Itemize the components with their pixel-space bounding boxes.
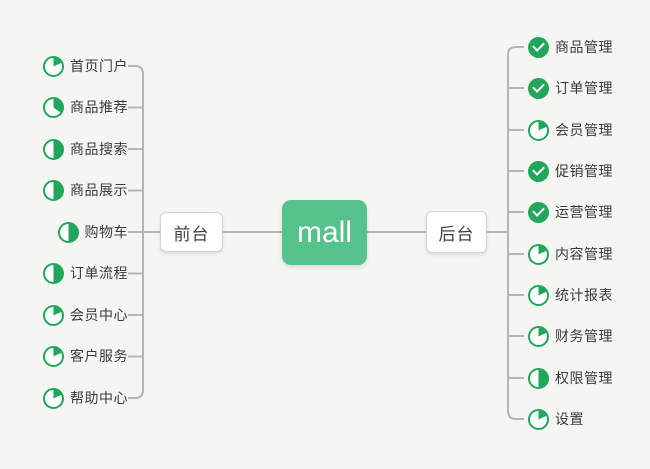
item-label: 统计报表 <box>555 287 613 303</box>
item-label: 内容管理 <box>555 246 613 262</box>
item-label: 权限管理 <box>555 370 613 386</box>
mindmap-item[interactable]: 商品搜索 <box>43 137 128 161</box>
mindmap-item[interactable]: 设置 <box>528 407 584 431</box>
mindmap-item[interactable]: 客户服务 <box>43 344 128 368</box>
mindmap-item[interactable]: 促销管理 <box>528 159 613 183</box>
pie-progress-icon <box>43 138 64 160</box>
item-label: 商品展示 <box>70 182 128 198</box>
mindmap-item[interactable]: 订单管理 <box>528 76 613 100</box>
pie-progress-icon <box>528 119 549 141</box>
pie-progress-icon <box>43 345 64 367</box>
item-label: 订单管理 <box>555 80 613 96</box>
pie-progress-icon <box>528 243 549 265</box>
item-label: 订单流程 <box>70 265 128 281</box>
item-label: 帮助中心 <box>70 390 128 406</box>
item-label: 商品管理 <box>555 39 613 55</box>
pie-progress-icon <box>528 408 549 430</box>
pie-progress-icon <box>528 284 549 306</box>
mindmap-item[interactable]: 商品管理 <box>528 35 613 59</box>
pie-progress-icon <box>528 325 549 347</box>
mindmap-item[interactable]: 会员管理 <box>528 118 613 142</box>
mindmap-item[interactable]: 统计报表 <box>528 283 613 307</box>
item-label: 财务管理 <box>555 328 613 344</box>
branch-node-frontend[interactable]: 前台 <box>160 212 223 252</box>
mindmap-item[interactable]: 购物车 <box>57 220 129 244</box>
check-circle-icon <box>528 77 549 99</box>
pie-progress-icon <box>43 262 64 284</box>
mindmap-item[interactable]: 权限管理 <box>528 366 613 390</box>
item-label: 促销管理 <box>555 163 613 179</box>
pie-progress-icon <box>528 367 549 389</box>
mindmap-item[interactable]: 财务管理 <box>528 324 613 348</box>
mindmap-item[interactable]: 商品展示 <box>43 178 128 202</box>
item-label: 会员中心 <box>70 307 128 323</box>
check-circle-icon <box>528 36 549 58</box>
check-circle-icon <box>528 160 549 182</box>
root-node-mall[interactable]: mall <box>282 200 367 265</box>
mindmap-item[interactable]: 运营管理 <box>528 200 613 224</box>
mindmap-item[interactable]: 订单流程 <box>43 261 128 285</box>
mindmap-item[interactable]: 会员中心 <box>43 303 128 327</box>
item-label: 购物车 <box>84 224 128 240</box>
item-label: 运营管理 <box>555 204 613 220</box>
pie-progress-icon <box>43 179 64 201</box>
mindmap-item[interactable]: 商品推荐 <box>43 95 128 119</box>
item-label: 首页门户 <box>70 58 128 74</box>
item-label: 商品推荐 <box>70 99 128 115</box>
pie-progress-icon <box>43 387 64 409</box>
mindmap-item[interactable]: 帮助中心 <box>43 386 128 410</box>
item-label: 会员管理 <box>555 122 613 138</box>
pie-progress-icon <box>43 304 64 326</box>
item-label: 设置 <box>555 411 584 427</box>
item-label: 商品搜索 <box>70 141 128 157</box>
mindmap-item[interactable]: 首页门户 <box>43 54 128 78</box>
item-label: 客户服务 <box>70 348 128 364</box>
pie-progress-icon <box>57 221 79 243</box>
check-circle-icon <box>528 201 549 223</box>
branch-node-backend[interactable]: 后台 <box>426 211 487 253</box>
mindmap-item[interactable]: 内容管理 <box>528 242 613 266</box>
pie-progress-icon <box>43 96 64 118</box>
pie-progress-icon <box>43 55 64 77</box>
